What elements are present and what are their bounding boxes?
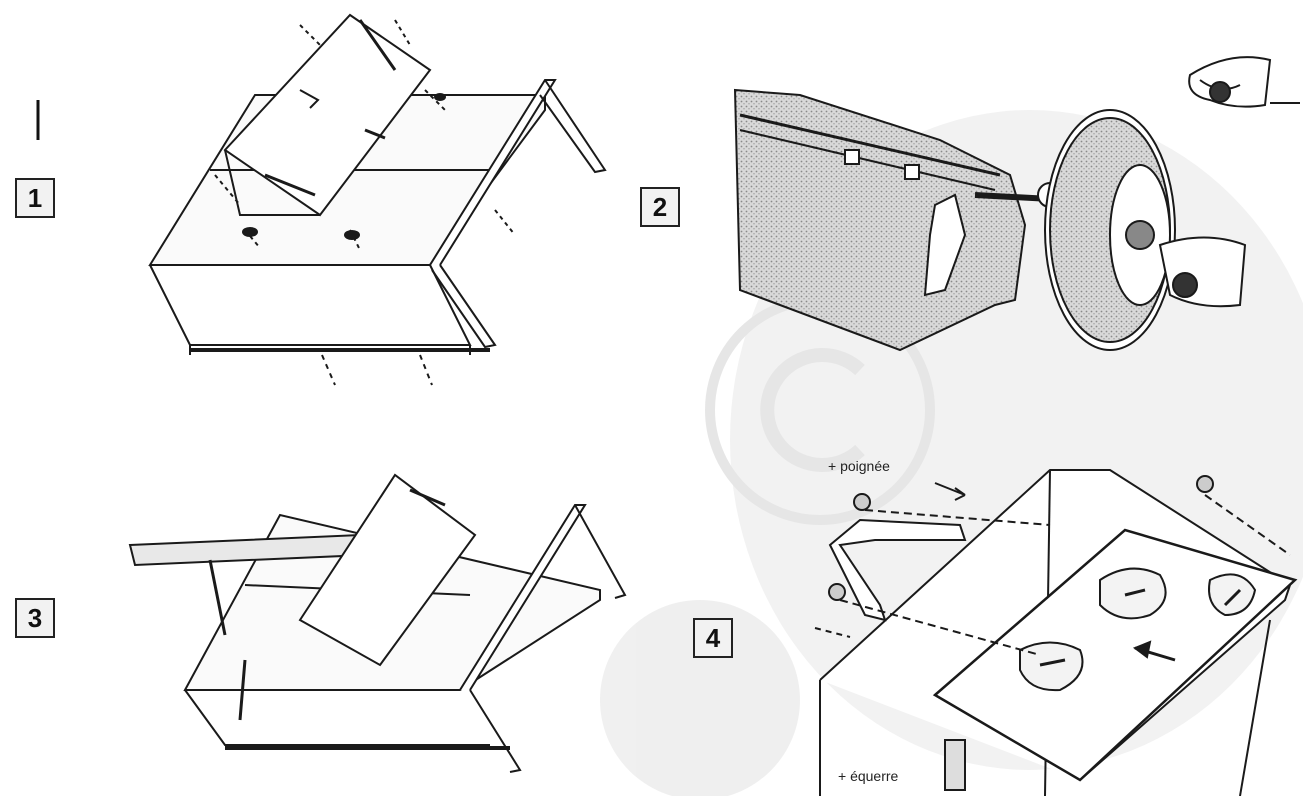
step-number-3: 3	[15, 598, 55, 638]
step-number-2: 2	[640, 187, 680, 227]
step-3-illustration	[128, 473, 627, 773]
wheel-icon	[1044, 109, 1176, 351]
step-1-illustration	[148, 13, 607, 386]
hand-icon	[1158, 56, 1272, 308]
callout-handle: + poignée	[828, 458, 890, 474]
step-number-1: 1	[15, 178, 55, 218]
step-4-illustration	[814, 469, 1298, 796]
step-2-illustration	[733, 56, 1300, 352]
screw-icon	[1019, 567, 1257, 692]
callout-bracket: + équerre	[838, 768, 899, 784]
step-number-4: 4	[693, 618, 733, 658]
